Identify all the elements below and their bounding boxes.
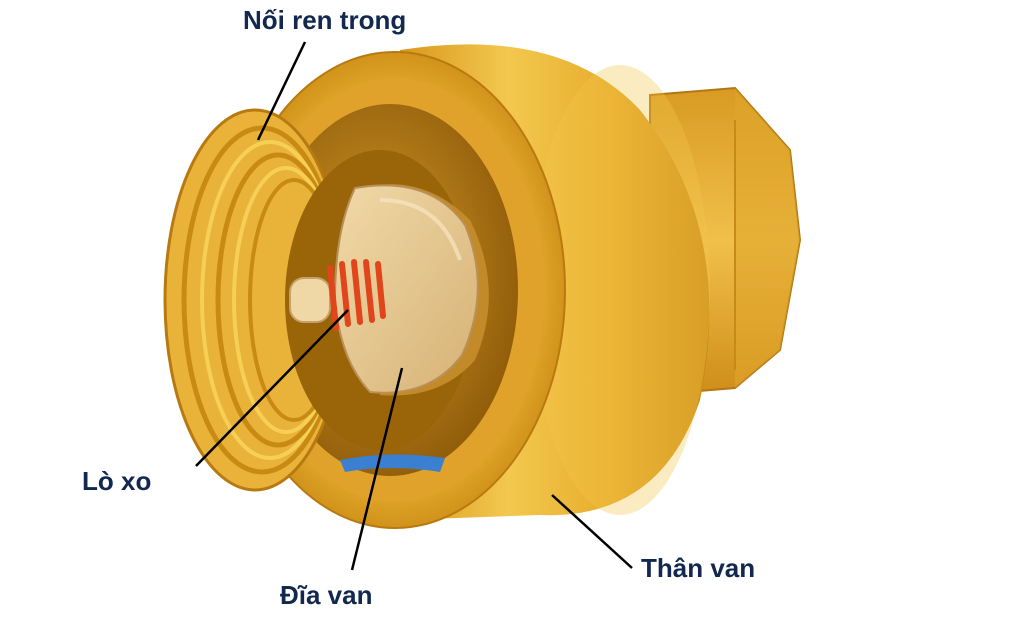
label-valve-disc: Đĩa van (280, 580, 373, 610)
leader-lines (195, 41, 633, 571)
leader-line-body (551, 494, 633, 569)
valve-internals (285, 150, 489, 472)
label-internal-thread: Nối ren trong (243, 5, 407, 35)
leader-line-thread (256, 41, 307, 141)
leader-line-disc (350, 367, 404, 571)
spring (327, 259, 386, 331)
label-spring: Lò xo (82, 466, 152, 496)
internal-thread (163, 108, 347, 492)
guide-stem (289, 277, 331, 323)
leader-line-spring (195, 309, 349, 467)
label-valve-body: Thân van (641, 553, 756, 583)
blue-seal (340, 454, 445, 472)
